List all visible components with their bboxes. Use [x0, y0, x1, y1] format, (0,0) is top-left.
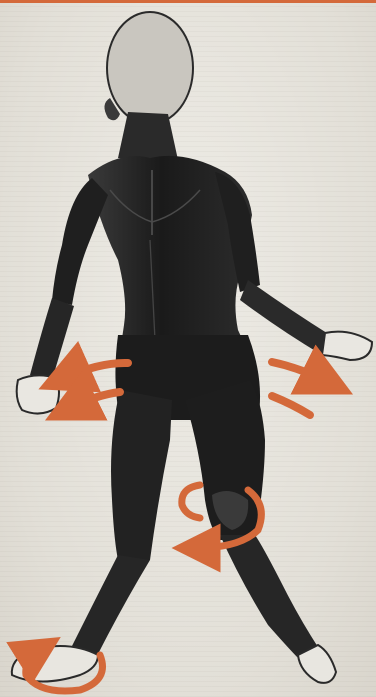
leg-left-thigh [111, 390, 172, 560]
head [107, 12, 193, 124]
fist-left [17, 375, 59, 413]
hand-right [322, 332, 372, 360]
arm-left-upper [52, 178, 108, 305]
leg-right-shin [220, 535, 320, 660]
arm-left-forearm [30, 298, 74, 380]
leg-left-shin [70, 555, 150, 660]
arm-right-forearm [240, 280, 330, 355]
neck [118, 112, 178, 160]
